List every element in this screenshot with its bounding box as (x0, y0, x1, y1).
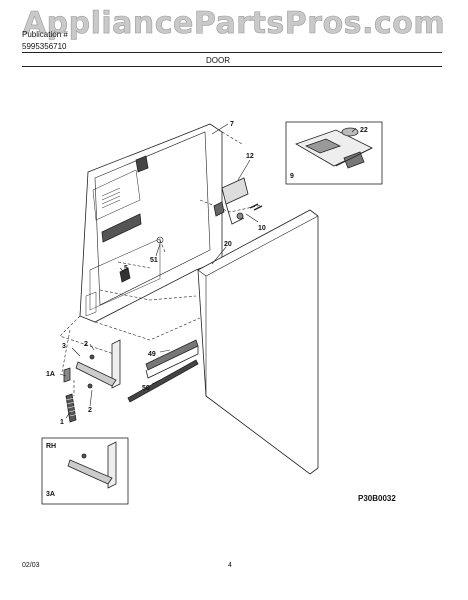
callout-12: 12 (246, 153, 254, 160)
hinge-spring (63, 367, 79, 423)
rh-hinge-inset (41, 437, 129, 505)
dispenser-inset (285, 121, 383, 185)
alignment-lines (59, 131, 263, 396)
callout-49: 49 (148, 351, 156, 358)
callout-1: 1 (60, 419, 64, 426)
footer-date: 02/03 (22, 562, 40, 569)
title-rule (22, 66, 442, 67)
callout-7: 7 (230, 121, 234, 128)
diagram-code: P30B0032 (358, 494, 396, 503)
callout-rh: RH (46, 443, 56, 450)
callout-2b: 2 (88, 407, 92, 414)
callout-3a: 3A (46, 491, 55, 498)
footer-page: 4 (228, 562, 232, 569)
header-rule (22, 52, 442, 53)
section-title: DOOR (206, 56, 230, 65)
callout-10: 10 (258, 225, 266, 232)
watermark: AppliancePartsPros.com (22, 6, 446, 42)
callout-51: 51 (150, 257, 158, 264)
callout-22: 22 (360, 127, 368, 134)
trim-strips (127, 339, 199, 403)
callout-1a: 1A (46, 371, 55, 378)
leader-lines (59, 123, 357, 419)
hinge-arm-left (75, 339, 121, 389)
callout-5: 5 (124, 265, 128, 272)
callout-9: 9 (290, 173, 294, 180)
callout-20: 20 (224, 241, 232, 248)
callout-3: 3 (62, 343, 66, 350)
outer-door-panel (197, 209, 319, 475)
callout-50: 50 (142, 385, 150, 392)
publication-label: Publication # (22, 30, 68, 39)
latch-assembly (213, 177, 263, 225)
publication-number: 5995356710 (22, 42, 67, 51)
callout-2a: 2 (84, 341, 88, 348)
